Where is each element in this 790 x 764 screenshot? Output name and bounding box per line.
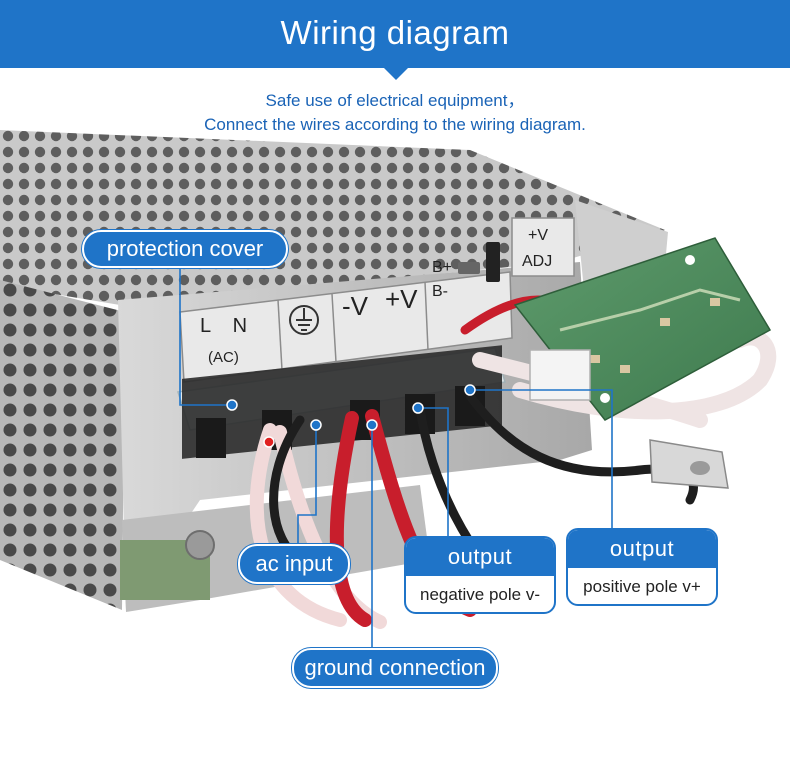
marker-ac-input — [310, 419, 322, 431]
adj-box — [511, 217, 575, 277]
marking-b-plus: B+ — [432, 259, 452, 276]
marker-protection-cover — [226, 399, 238, 411]
marking-minus-v: -V — [342, 291, 369, 321]
output-negative-card: output negative pole v- — [404, 536, 556, 614]
header-banner: Wiring diagram — [0, 0, 790, 68]
marking-adj-bottom: ADJ — [522, 253, 552, 270]
ring-lug-terminal — [649, 439, 729, 489]
marker-ground — [366, 419, 378, 431]
marker-negative — [412, 402, 424, 414]
page-title: Wiring diagram — [280, 14, 510, 51]
callout-leader-lines — [179, 268, 613, 648]
ac-input-label: ac input — [238, 544, 350, 584]
marking-plus-v: +V — [385, 284, 418, 314]
ground-connection-label: ground connection — [292, 648, 498, 688]
output-negative-detail: negative pole v- — [419, 585, 541, 604]
output-positive-title: output — [568, 530, 716, 568]
perforated-side-panel — [0, 280, 125, 610]
marker-positive — [464, 384, 476, 396]
safety-note: Safe use of electrical equipment， Connec… — [0, 89, 790, 137]
marking-ln: L N — [200, 315, 247, 337]
ground-symbol-icon — [289, 305, 319, 335]
output-negative-title: output — [406, 538, 554, 576]
output-positive-detail: positive pole v+ — [583, 577, 701, 596]
pcb-connector — [529, 349, 591, 401]
safety-note-line-1: Safe use of electrical equipment， — [265, 91, 525, 110]
marking-b-minus: B- — [432, 283, 448, 300]
marking-ac: (AC) — [208, 349, 239, 366]
protection-cover-label: protection cover — [82, 230, 288, 268]
callout-markers — [226, 384, 476, 448]
terminal-marking-strip: L N (AC) -V +V B+ B- +V ADJ — [179, 217, 575, 383]
marker-ac-input-red — [263, 436, 275, 448]
marking-adj-top: +V — [528, 227, 548, 244]
output-positive-card: output positive pole v+ — [566, 528, 718, 606]
header-pointer — [383, 67, 409, 80]
safety-note-line-2: Connect the wires according to the wirin… — [204, 115, 586, 134]
mount-screw — [185, 530, 215, 560]
green-pcb-board — [513, 237, 772, 421]
dip-switch — [458, 262, 480, 274]
